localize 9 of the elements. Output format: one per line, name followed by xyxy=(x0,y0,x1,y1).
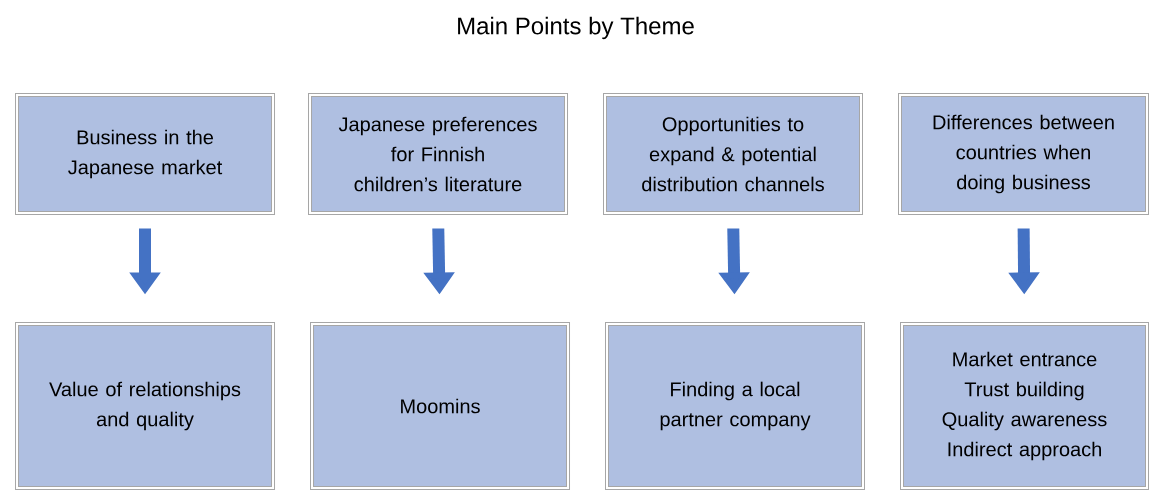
theme-box: Opportunities to expand & potential distribution channels xyxy=(603,93,863,215)
theme-box: Differences between countries when doing business xyxy=(898,93,1149,215)
title: Main Points by Theme xyxy=(458,16,694,40)
theme-box: Business in the Japanese market xyxy=(15,93,275,215)
theme-box: Japanese preferences for Finnish children’s literature xyxy=(308,93,568,215)
point-box: Finding a local partner company xyxy=(605,322,865,490)
point-box: Value of relationships and quality xyxy=(15,322,275,490)
point-box: Moomins xyxy=(310,322,570,490)
point-box: Market entrance Trust building Quality awareness Indirect approach xyxy=(900,322,1149,490)
